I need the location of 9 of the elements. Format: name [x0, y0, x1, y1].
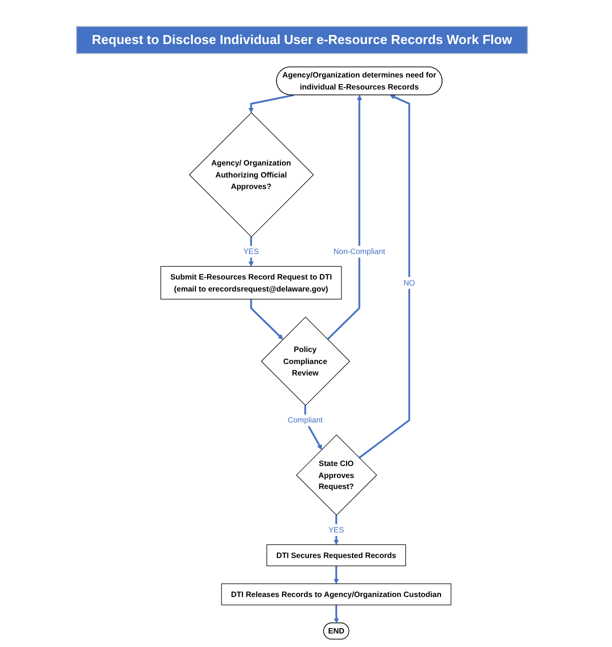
arrow	[248, 236, 254, 267]
title-banner: Request to Disclose Individual User e-Resource Records Work Flow	[76, 26, 528, 54]
arrow	[334, 604, 340, 624]
arrow	[250, 299, 284, 340]
arrow	[326, 94, 362, 340]
arrow	[334, 566, 339, 584]
arrow	[334, 515, 339, 545]
arrow	[358, 94, 410, 459]
arrow	[248, 94, 294, 113]
